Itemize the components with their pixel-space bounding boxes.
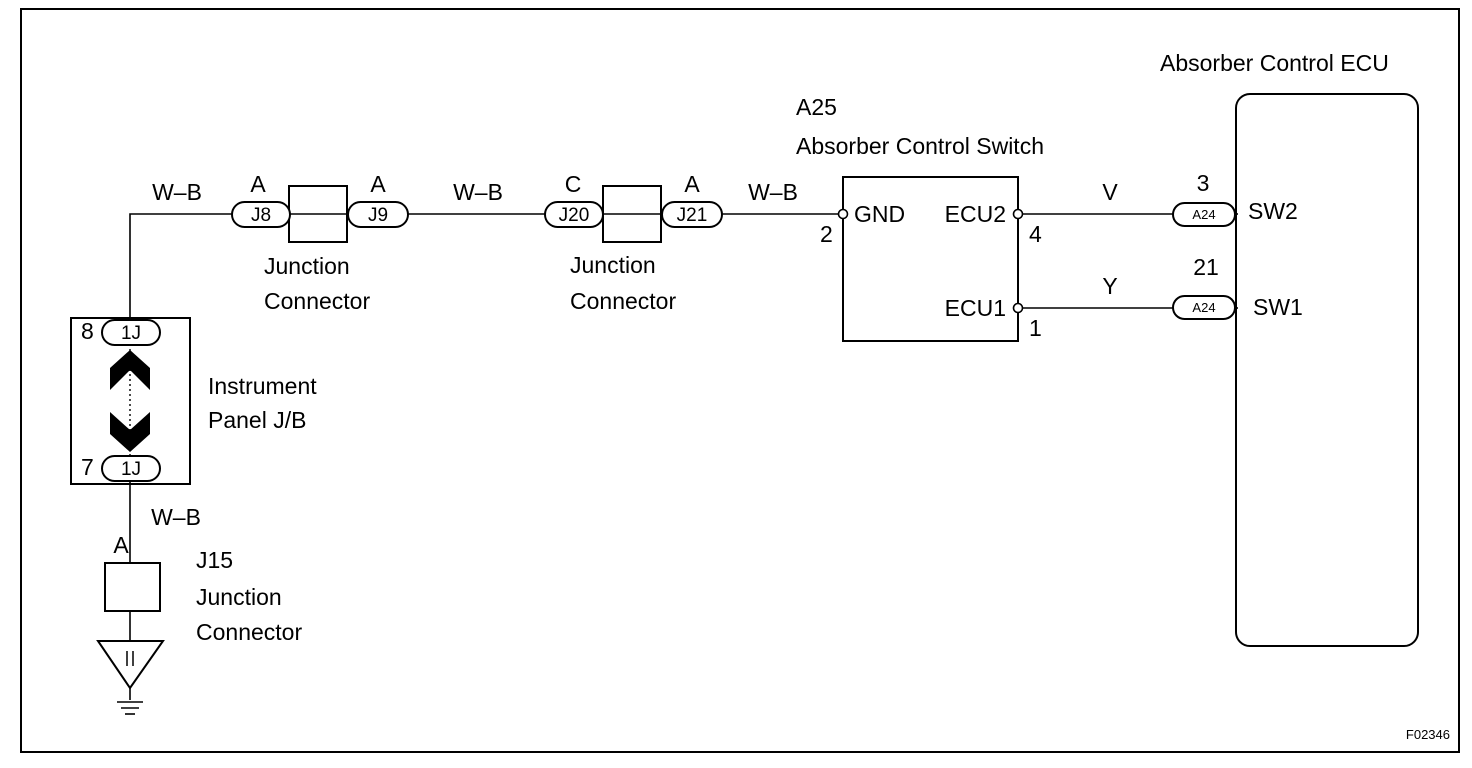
junction-2-label-line2: Connector xyxy=(570,288,676,314)
switch-box xyxy=(842,176,1019,342)
figure-code: F02346 xyxy=(1406,727,1450,742)
connector-j21-code: J21 xyxy=(677,205,708,226)
connector-j8-side: A xyxy=(250,171,266,197)
switch-terminal-gnd: GND xyxy=(854,201,905,227)
connector-a24-top-code: A24 xyxy=(1192,207,1215,222)
j15-side: A xyxy=(113,532,129,558)
wire-label-y: Y xyxy=(1102,273,1117,299)
j15-junction-box xyxy=(104,562,161,612)
wire-label-wb-2: W–B xyxy=(453,179,503,205)
switch-gnd-terminal xyxy=(837,208,849,220)
diagram-frame xyxy=(20,8,1460,753)
junction-2-label-line1: Junction xyxy=(570,252,656,278)
connector-a24-bottom-pin: 21 xyxy=(1193,254,1219,280)
switch-code: A25 xyxy=(796,94,837,120)
junction-block-chevron-up-icon xyxy=(110,350,150,390)
wire-label-wb-4: W–B xyxy=(151,504,201,530)
wire-label-v: V xyxy=(1102,179,1118,205)
switch-pin-gnd: 2 xyxy=(820,221,833,247)
switch-pin-ecu1: 1 xyxy=(1029,315,1042,341)
switch-ecu2-terminal xyxy=(1012,208,1024,220)
switch-terminal-ecu1: ECU1 xyxy=(945,295,1006,321)
switch-terminal-ecu2: ECU2 xyxy=(945,201,1006,227)
junction-1-label-line2: Connector xyxy=(264,288,370,314)
ecu-title: Absorber Control ECU xyxy=(1160,50,1389,76)
junction-1-label-line1: Junction xyxy=(264,253,350,279)
junction-block-box xyxy=(70,317,191,485)
connector-j21: J21 xyxy=(661,201,723,228)
switch-pin-ecu2: 4 xyxy=(1029,221,1042,247)
connector-j20: J20 xyxy=(544,201,604,228)
wire-wb-left xyxy=(129,213,232,318)
junction-block-label-line2: Panel J/B xyxy=(208,407,306,433)
connector-1j-top: 1J xyxy=(101,319,161,346)
connector-j21-side: A xyxy=(684,171,700,197)
connector-j20-code: J20 xyxy=(559,205,590,226)
j15-label-line2: Connector xyxy=(196,619,302,645)
connector-1j-bottom: 1J xyxy=(101,455,161,482)
connector-1j-top-pin: 8 xyxy=(81,318,94,344)
connector-1j-bottom-pin: 7 xyxy=(81,454,94,480)
junction-block-chevron-down-icon xyxy=(110,412,150,452)
connector-j8: J8 xyxy=(231,201,291,228)
j15-label-line1: Junction xyxy=(196,584,282,610)
connector-j20-side: C xyxy=(565,171,582,197)
ground-icon xyxy=(96,640,165,715)
connector-1j-top-code: 1J xyxy=(121,323,141,344)
wire-label-wb-3: W–B xyxy=(748,179,798,205)
switch-ecu1-terminal xyxy=(1012,302,1024,314)
connector-a24-top: A24 xyxy=(1172,202,1236,227)
connector-a24-bottom: A24 xyxy=(1172,295,1236,320)
switch-name: Absorber Control Switch xyxy=(796,133,1044,159)
wire-label-wb-1: W–B xyxy=(152,179,202,205)
connector-a24-top-pin: 3 xyxy=(1197,170,1210,196)
junction-block-label-line1: Instrument xyxy=(208,373,317,399)
j15-code: J15 xyxy=(196,547,233,573)
connector-j8-code: J8 xyxy=(251,205,271,226)
ecu-terminal-sw2: SW2 xyxy=(1248,198,1298,224)
connector-j9: J9 xyxy=(347,201,409,228)
ecu-box xyxy=(1235,93,1419,647)
connector-a24-bottom-code: A24 xyxy=(1192,300,1215,315)
connector-j9-side: A xyxy=(370,171,386,197)
connector-1j-bottom-code: 1J xyxy=(121,459,141,480)
ecu-terminal-sw1: SW1 xyxy=(1253,294,1303,320)
connector-j9-code: J9 xyxy=(368,205,388,226)
